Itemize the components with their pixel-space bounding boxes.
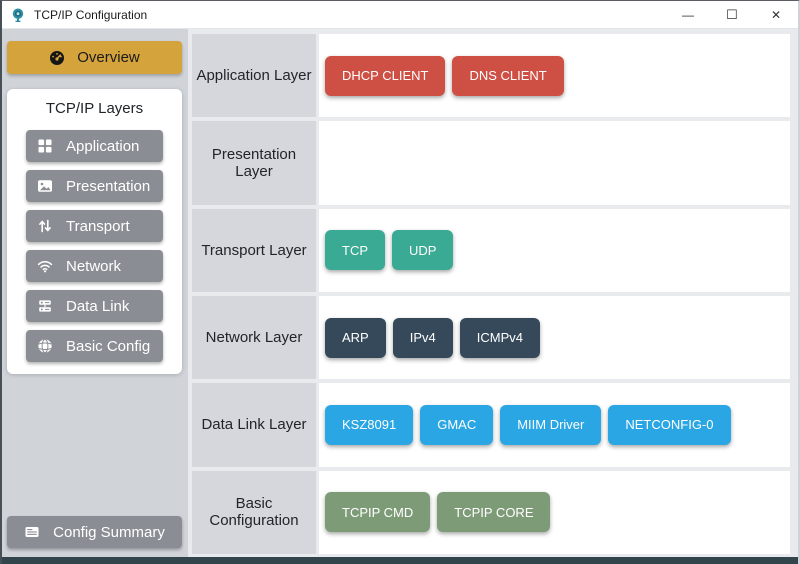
- layers-heading: TCP/IP Layers: [45, 100, 144, 117]
- sidebar-item-basic-config[interactable]: Basic Config: [26, 330, 163, 362]
- sidebar-spacer: [7, 374, 182, 516]
- arrows-up-down-icon: [37, 218, 53, 234]
- module-button-icmpv4[interactable]: ICMPv4: [459, 317, 540, 358]
- config-summary-label: Config Summary: [53, 523, 165, 541]
- close-icon: ✕: [770, 7, 782, 22]
- sidebar-item-network[interactable]: Network: [26, 250, 163, 282]
- globe-icon: [37, 338, 53, 354]
- module-button-dhcp-client[interactable]: DHCP CLIENT: [325, 55, 446, 96]
- maximize-button[interactable]: ☐: [710, 1, 754, 28]
- minimize-icon: —: [682, 7, 694, 22]
- wifi-icon: [37, 258, 53, 274]
- module-button-dns-client[interactable]: DNS CLIENT: [452, 55, 564, 96]
- network-shield-icon: [10, 7, 26, 23]
- bottom-status-bar: [2, 557, 798, 564]
- sidebar-item-label: Transport: [66, 217, 130, 235]
- layer-row-label: Network Layer: [192, 295, 316, 380]
- config-summary-button[interactable]: Config Summary: [7, 516, 182, 548]
- sidebar-item-label: Presentation: [66, 177, 151, 195]
- module-button-tcpip-cmd[interactable]: TCPIP CMD: [325, 492, 431, 533]
- minimize-button[interactable]: —: [666, 1, 710, 28]
- module-button-miim-driver[interactable]: MIIM Driver: [500, 404, 602, 445]
- sidebar-item-data-link[interactable]: Data Link: [26, 290, 163, 322]
- sidebar-item-presentation[interactable]: Presentation: [26, 170, 163, 202]
- sidebar-item-label: Basic Config: [66, 337, 151, 355]
- layer-row-label: Basic Configuration: [192, 470, 316, 554]
- module-button-netconfig-0[interactable]: NETCONFIG-0: [608, 404, 731, 445]
- overview-label: Overview: [77, 49, 140, 66]
- sidebar-item-label: Data Link: [66, 297, 130, 315]
- module-button-gmac[interactable]: GMAC: [420, 404, 494, 445]
- grid-icon: [37, 138, 53, 154]
- server-stack-icon: [37, 298, 53, 314]
- maximize-icon: ☐: [726, 6, 738, 22]
- speedometer-icon: [49, 50, 65, 66]
- title-bar: TCP/IP Configuration — ☐ ✕: [2, 1, 798, 29]
- module-button-tcpip-core[interactable]: TCPIP CORE: [437, 492, 551, 533]
- module-button-ipv4[interactable]: IPv4: [392, 317, 453, 358]
- sidebar-item-transport[interactable]: Transport: [26, 210, 163, 242]
- layer-row-label: Application Layer: [192, 34, 316, 118]
- layer-row: Presentation Layer: [192, 121, 790, 205]
- layer-row-label: Presentation Layer: [192, 121, 316, 205]
- window-title: TCP/IP Configuration: [34, 7, 148, 22]
- module-button-ksz8091[interactable]: KSZ8091: [325, 404, 414, 445]
- sidebar-item-label: Network: [66, 257, 122, 275]
- close-button[interactable]: ✕: [754, 1, 798, 28]
- module-button-tcp[interactable]: TCP: [325, 230, 385, 271]
- layer-row-label: Data Link Layer: [192, 383, 316, 467]
- module-button-arp[interactable]: ARP: [325, 317, 386, 358]
- window-controls: — ☐ ✕: [666, 1, 798, 28]
- overview-button[interactable]: Overview: [7, 41, 182, 74]
- module-button-udp[interactable]: UDP: [392, 230, 454, 271]
- sidebar-item-label: Application: [66, 137, 140, 155]
- layer-row-label: Transport Layer: [192, 208, 316, 292]
- sidebar-item-application[interactable]: Application: [26, 130, 163, 162]
- list-icon: [24, 524, 40, 540]
- layer-row-content: [319, 121, 790, 205]
- image-icon: [37, 178, 53, 194]
